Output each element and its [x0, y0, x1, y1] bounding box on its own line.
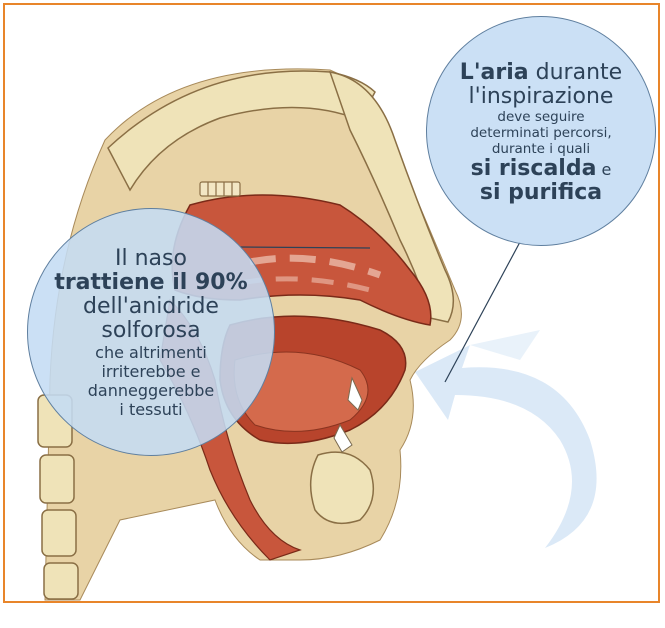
- callout-nose-filter: Il naso trattiene il 90% dell'anidride s…: [27, 208, 275, 456]
- callout-nose-line6: irriterebbe e: [28, 362, 274, 381]
- callout-air-line7: si purifica: [427, 181, 655, 205]
- callout-air-line6-bold: si riscalda: [471, 156, 597, 181]
- callout-nose-line1: Il naso: [28, 247, 274, 271]
- callout-nose-line7: danneggerebbe: [28, 381, 274, 400]
- callout-nose-line4: solforosa: [28, 319, 274, 343]
- callout-air-path: L'aria durante l'inspirazione deve segui…: [426, 16, 656, 246]
- callout-air-line2: l'inspirazione: [427, 85, 655, 109]
- callout-air-line6: si riscalda e: [427, 157, 655, 181]
- callout-air-line1-bold: L'aria: [460, 60, 529, 85]
- callout-air-line1-rest: durante: [529, 60, 623, 85]
- callout-nose-line5: che altrimenti: [28, 343, 274, 362]
- callout-nose-line8: i tessuti: [28, 400, 274, 419]
- callout-air-line1: L'aria durante: [427, 61, 655, 85]
- jaw-bone: [311, 452, 374, 523]
- callout-air-line3: deve seguire: [427, 109, 655, 125]
- callout-air-line5: durante i quali: [427, 141, 655, 157]
- airflow-arrow: [415, 330, 597, 548]
- callout-air-line6-rest: e: [596, 160, 611, 179]
- olfactory-bulb: [200, 182, 240, 196]
- callout-air-line4: determinati percorsi,: [427, 125, 655, 141]
- callout-nose-line2: trattiene il 90%: [28, 271, 274, 295]
- callout-nose-line3: dell'anidride: [28, 295, 274, 319]
